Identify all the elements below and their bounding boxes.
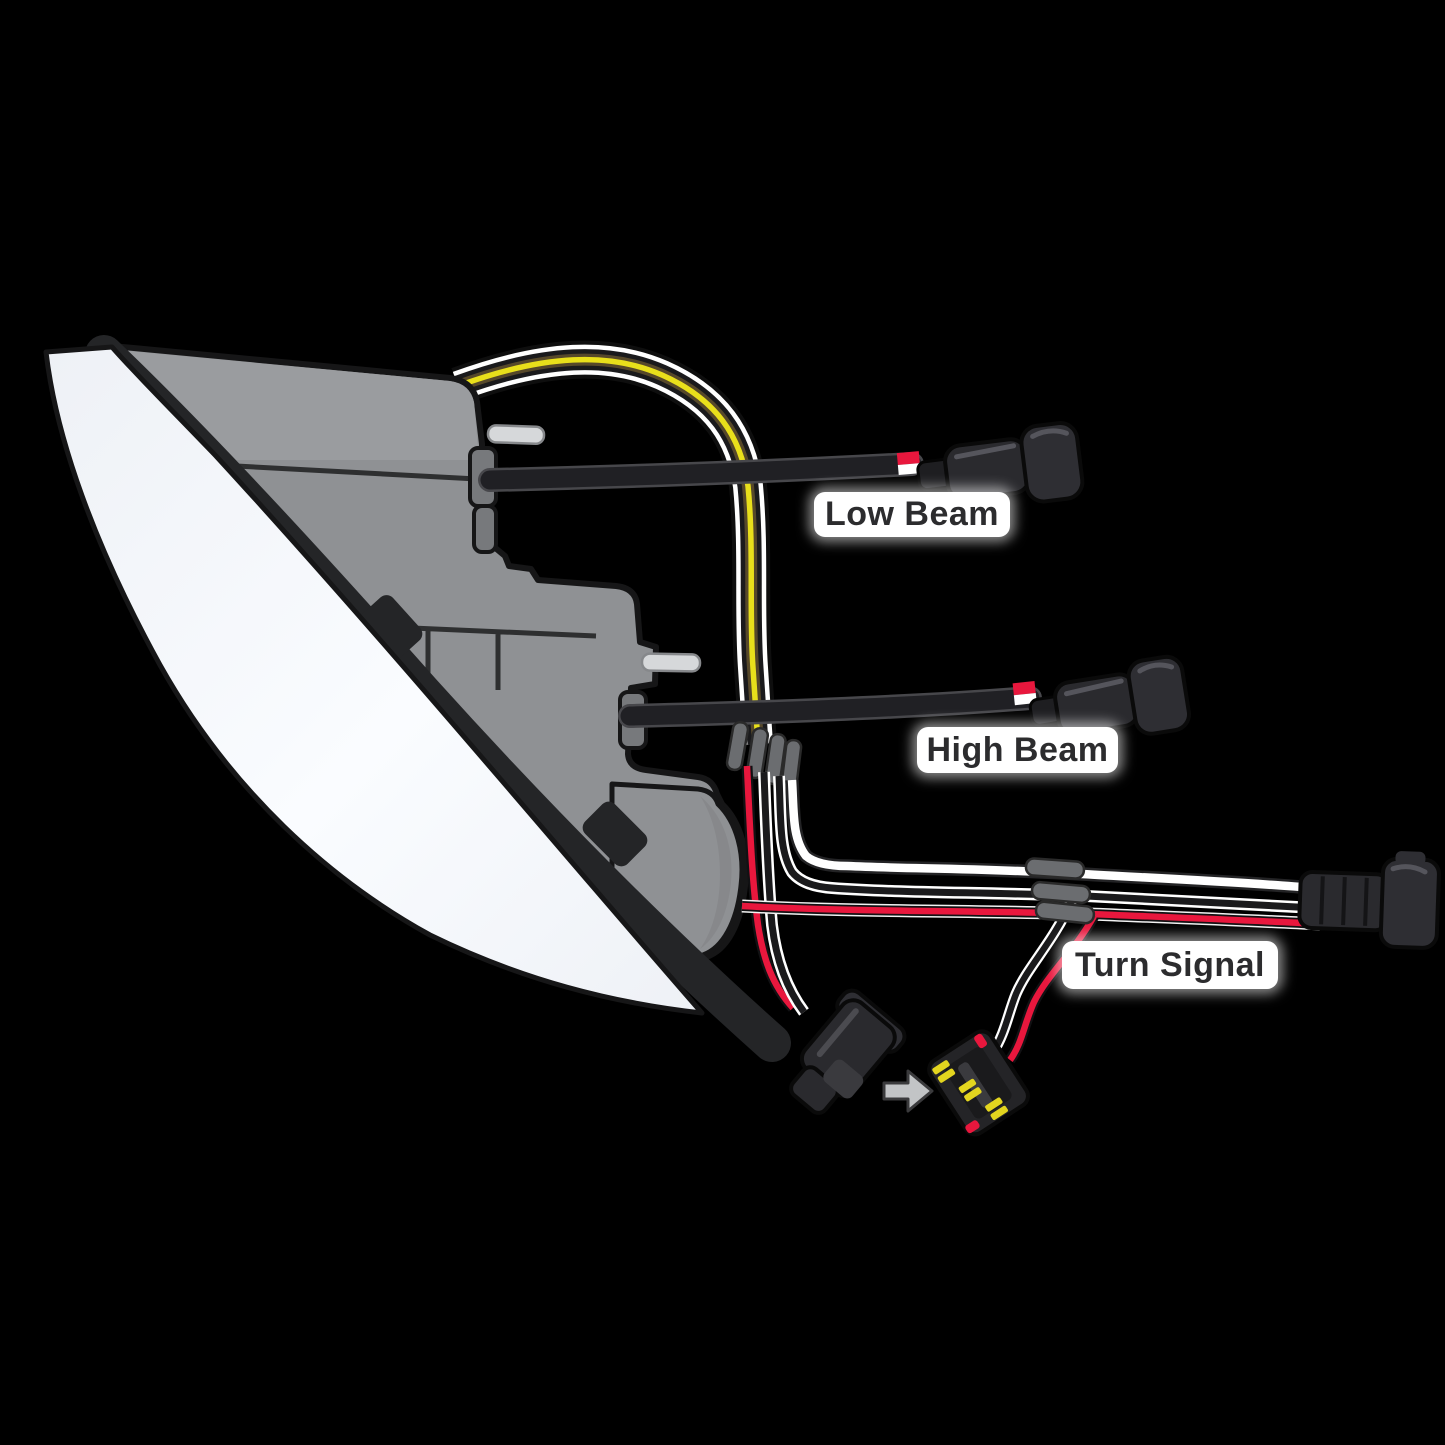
label-turn-signal: Turn Signal <box>1062 941 1278 989</box>
headlight-assembly <box>43 335 791 1062</box>
wire-bundle <box>451 340 777 746</box>
low-beam-cable <box>480 454 922 490</box>
label-high-beam-text: High Beam <box>926 730 1109 769</box>
bulb-socket-connector <box>789 988 907 1115</box>
adjuster-pin-mid <box>640 652 702 673</box>
white-wire-horizontal <box>785 779 1315 895</box>
pigtail-seals <box>965 1033 988 1134</box>
turn-signal-circuit <box>741 765 1441 1064</box>
label-low-beam: Low Beam <box>814 492 1010 537</box>
black-wire-branch <box>988 897 1078 1056</box>
high-beam-circuit <box>618 654 1192 736</box>
label-low-beam-text: Low Beam <box>824 495 1000 533</box>
black-wire-vertical <box>758 771 809 1016</box>
adjuster-pin-top <box>486 424 546 445</box>
turn-signal-connector <box>1297 851 1441 950</box>
low-beam-connector <box>916 421 1085 504</box>
red-wire-vertical <box>741 765 798 1012</box>
low-beam-circuit <box>478 421 1085 504</box>
headlight-lens <box>43 344 705 1016</box>
high-beam-connector <box>1028 654 1192 736</box>
black-wire-horizontal <box>773 775 1317 914</box>
connection-arrow-icon <box>882 1069 934 1113</box>
turn-signal-pod-shading <box>700 796 732 949</box>
label-turn-signal-text: Turn Signal <box>1075 945 1265 984</box>
turn-signal-splice-sleeves <box>1024 857 1096 925</box>
high-beam-cable <box>620 688 1040 726</box>
pigtail-connector <box>927 1029 1030 1137</box>
pigtail-terminals <box>932 1060 1008 1120</box>
label-high-beam: High Beam <box>917 727 1118 773</box>
bundle-yellow-wire <box>457 356 761 745</box>
low-beam-bulb-socket-lower <box>472 504 498 554</box>
low-beam-wire-stripes <box>896 451 921 476</box>
